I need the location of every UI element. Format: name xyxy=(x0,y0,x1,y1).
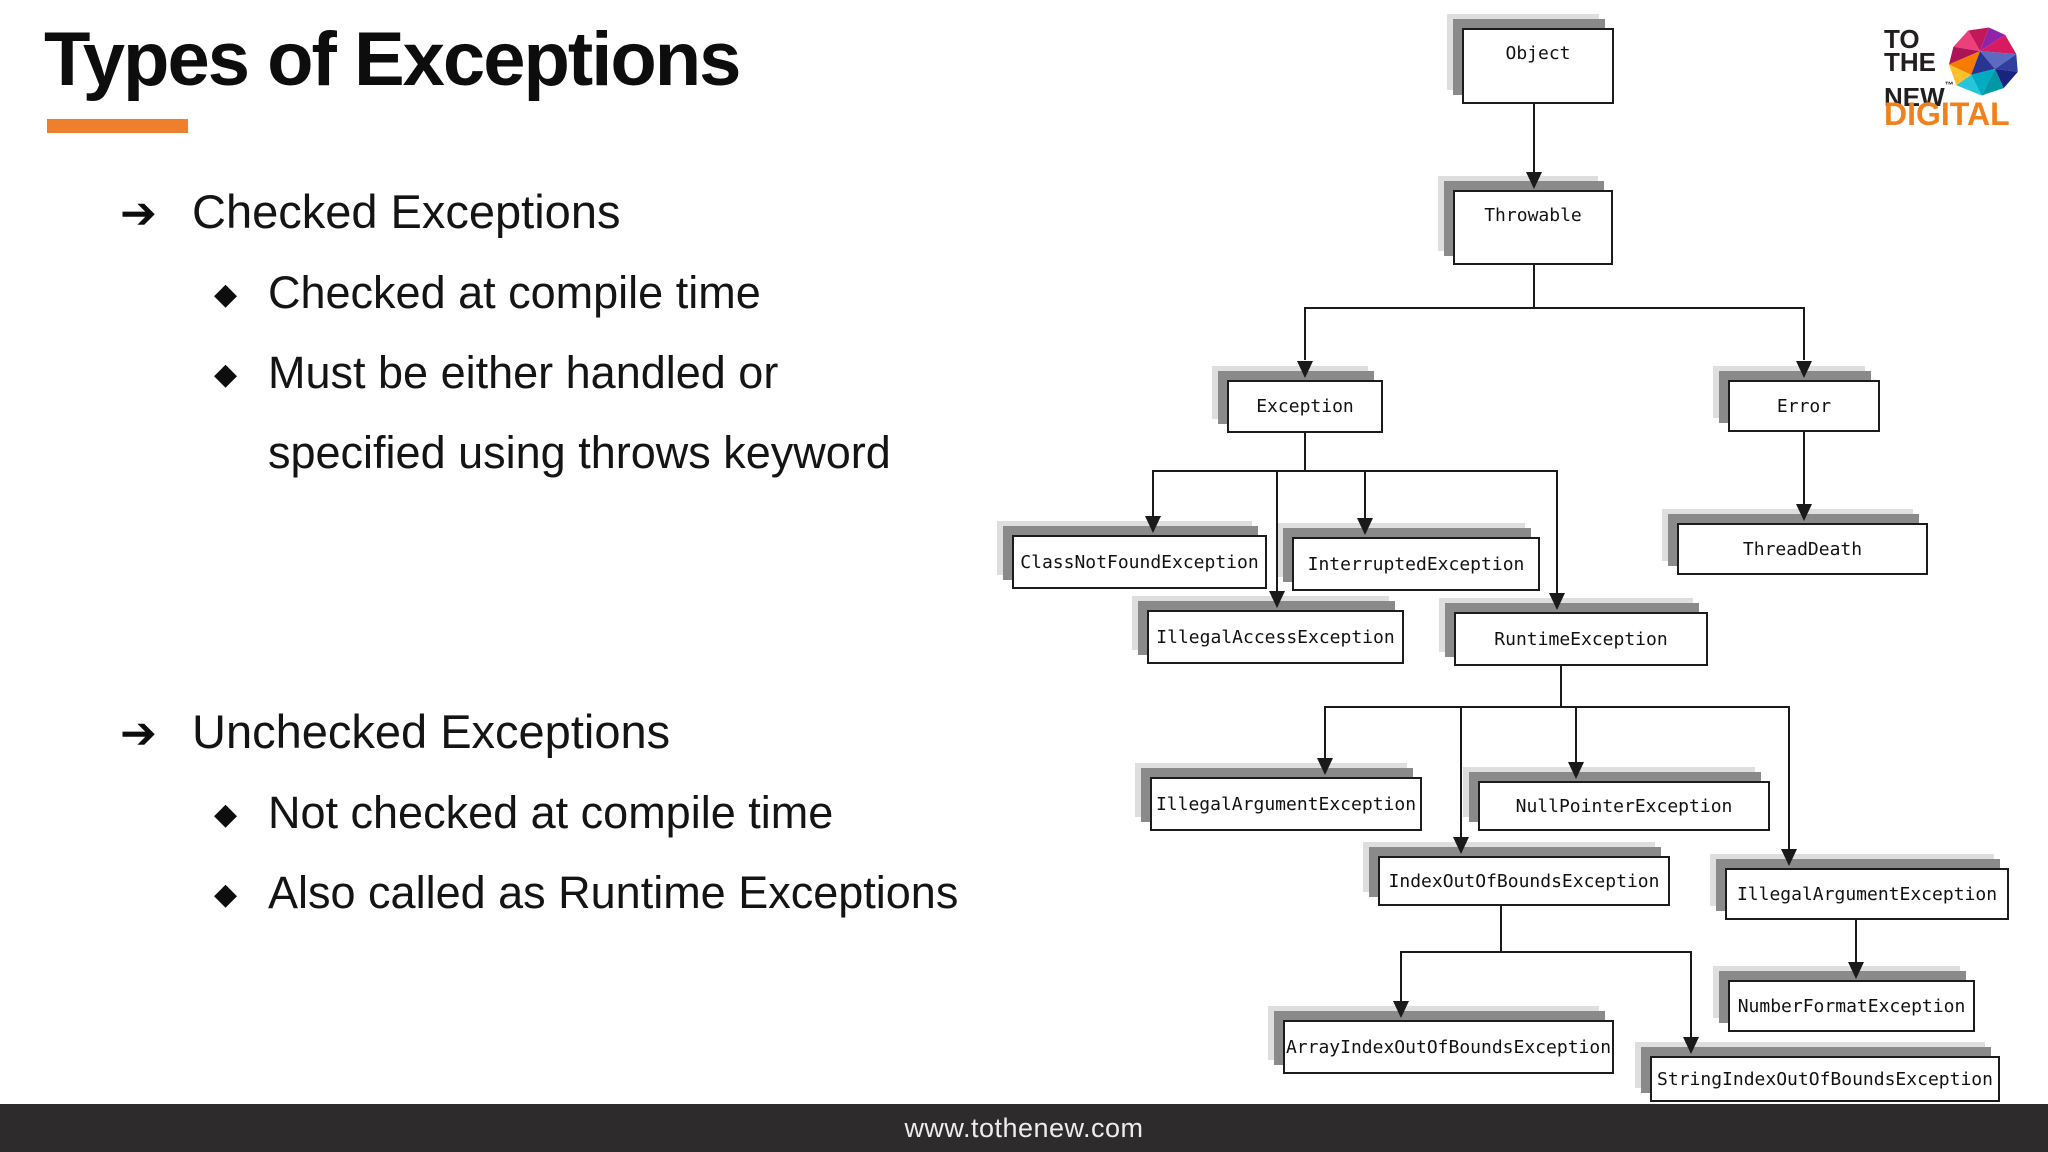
bullet-checked-item1: Checked at compile time xyxy=(268,267,761,318)
node-threaddeath: ThreadDeath xyxy=(1677,523,1928,575)
connector-line xyxy=(1855,920,1857,962)
bullet-checked-title: Checked Exceptions xyxy=(192,185,621,238)
connector-line xyxy=(1533,104,1535,174)
connector-line xyxy=(1460,706,1462,837)
arrowhead xyxy=(1568,762,1584,779)
arrowhead xyxy=(1393,1001,1409,1018)
arrowhead xyxy=(1549,593,1565,610)
arrowhead xyxy=(1796,504,1812,521)
logo-digital: DIGITAL xyxy=(1884,96,2010,132)
footer-bar: www.tothenew.com xyxy=(0,1104,2048,1152)
bullet-unchecked-item1: Not checked at compile time xyxy=(268,787,834,838)
connector-line xyxy=(1400,951,1690,953)
arrowhead xyxy=(1317,758,1333,775)
logo-line-to: TO xyxy=(1884,24,1920,54)
logo-line-new: NEW™ xyxy=(1884,80,1954,112)
connector-line xyxy=(1276,470,1278,591)
node-interruptedexception: InterruptedException xyxy=(1292,537,1540,591)
node-object: Object xyxy=(1462,28,1614,104)
page-title: Types of Exceptions xyxy=(44,17,741,102)
connector-line xyxy=(1575,706,1577,762)
node-throwable: Throwable xyxy=(1453,190,1613,265)
connector-line xyxy=(1324,706,1326,758)
gem-icon xyxy=(1948,27,2018,96)
connector-line xyxy=(1152,470,1154,516)
logo-tothenew: TO THE NEW™ xyxy=(1884,24,1954,112)
arrowhead xyxy=(1269,591,1285,608)
arrowhead xyxy=(1683,1037,1699,1054)
connector-line xyxy=(1364,470,1366,518)
connector-line xyxy=(1324,706,1788,708)
arrowhead xyxy=(1297,361,1313,378)
connector-line xyxy=(1690,951,1692,1037)
node-error: Error xyxy=(1728,380,1880,432)
arrowhead xyxy=(1781,849,1797,866)
bullet-unchecked-title: Unchecked Exceptions xyxy=(192,705,671,758)
connector-line xyxy=(1533,265,1535,307)
arrowhead xyxy=(1796,361,1812,378)
connector-line xyxy=(1803,432,1805,504)
bullet-checked-item2-line2: specified using throws keyword xyxy=(268,427,891,478)
trademark-symbol: ™ xyxy=(1944,80,1954,90)
arrowhead xyxy=(1357,518,1373,535)
bullet-unchecked-item2: Also called as Runtime Exceptions xyxy=(268,867,959,918)
arrowhead xyxy=(1453,837,1469,854)
arrowhead xyxy=(1526,172,1542,189)
bullet-checked-item2-line1: Must be either handled or xyxy=(268,347,779,398)
node-illegalargumentexception: IllegalArgumentException xyxy=(1150,777,1422,831)
node-exception: Exception xyxy=(1227,380,1383,433)
connector-line xyxy=(1803,307,1805,360)
connector-line xyxy=(1556,470,1558,593)
connector-line xyxy=(1400,951,1402,1001)
arrow-bullet-icon: ➔ xyxy=(120,189,157,238)
node-runtimeexception: RuntimeException xyxy=(1454,612,1708,666)
node-arrayindexoutofboundsexception: ArrayIndexOutOfBoundsException xyxy=(1283,1020,1614,1074)
arrow-bullet-icon: ➔ xyxy=(120,709,157,758)
connector-line xyxy=(1152,470,1558,472)
footer-url: www.tothenew.com xyxy=(904,1112,1144,1143)
arrowhead xyxy=(1145,516,1161,533)
diamond-bullet-icon: ◆ xyxy=(214,878,238,911)
connector-line xyxy=(1304,307,1306,360)
connector-line xyxy=(1500,906,1502,951)
title-underline xyxy=(47,119,188,133)
diamond-bullet-icon: ◆ xyxy=(214,358,238,391)
connector-line xyxy=(1304,433,1306,470)
logo-line-the: THE xyxy=(1884,47,1936,77)
diamond-bullet-icon: ◆ xyxy=(214,798,238,831)
diamond-bullet-icon: ◆ xyxy=(214,278,238,311)
connector-line xyxy=(1560,666,1562,706)
node-illegalargumentexception-2: IllegalArgumentException xyxy=(1725,868,2009,920)
node-stringindexoutofboundsexception: StringIndexOutOfBoundsException xyxy=(1650,1056,2000,1102)
connector-line xyxy=(1788,706,1790,849)
connector-line xyxy=(1304,307,1804,309)
arrowhead xyxy=(1848,962,1864,979)
node-classnotfoundexception: ClassNotFoundException xyxy=(1012,535,1267,589)
node-indexoutofboundsexception: IndexOutOfBoundsException xyxy=(1378,856,1670,906)
node-numberformatexception: NumberFormatException xyxy=(1728,980,1975,1032)
node-illegalaccessexception: IllegalAccessException xyxy=(1147,610,1404,664)
node-nullpointerexception: NullPointerException xyxy=(1478,781,1770,831)
